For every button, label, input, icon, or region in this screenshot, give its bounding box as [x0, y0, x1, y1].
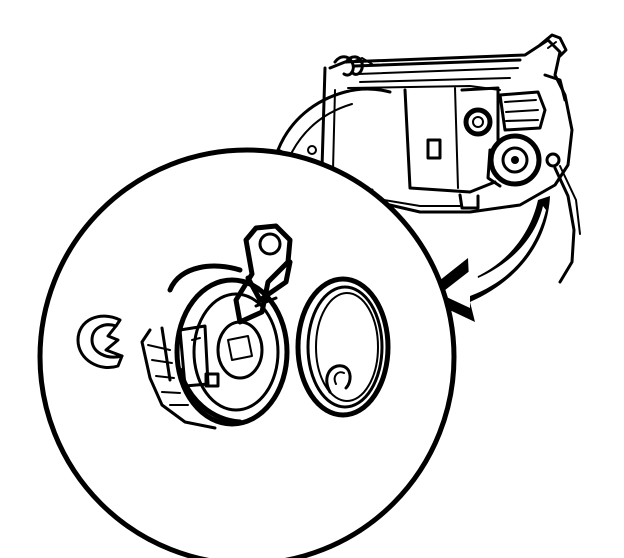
door-handle-assembly	[276, 33, 581, 284]
return-spring	[295, 276, 391, 418]
direction-arrow	[420, 196, 550, 322]
handle-lever-housing	[140, 223, 293, 430]
detail-magnifier-circle	[37, 147, 457, 558]
retaining-clip	[76, 314, 124, 369]
